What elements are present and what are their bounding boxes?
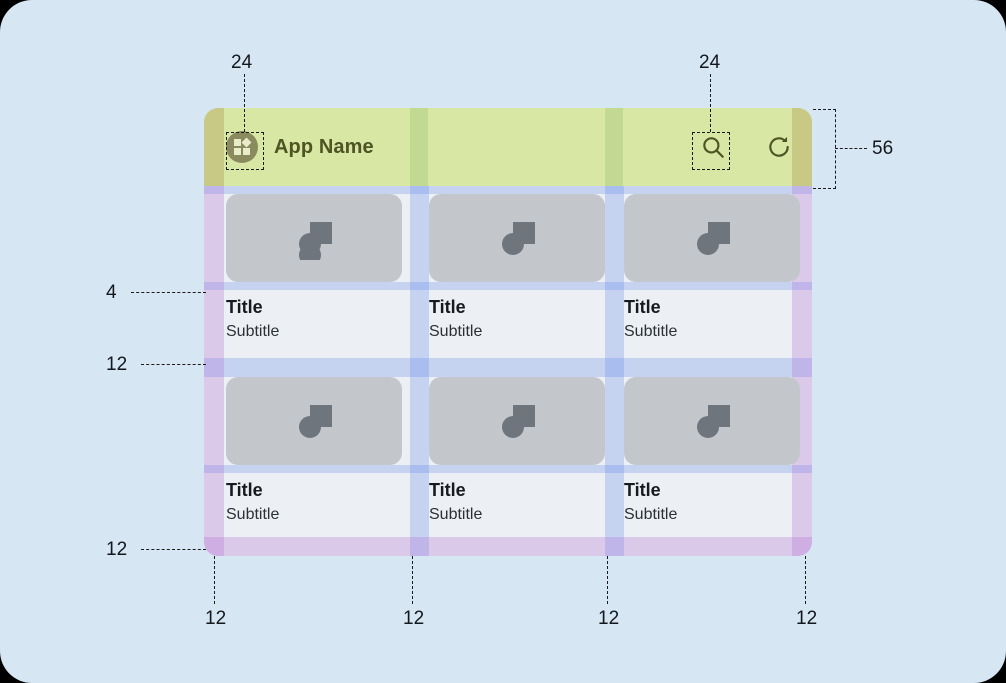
gutter-col-1	[410, 186, 429, 556]
annotation-24-menu: 24	[231, 52, 253, 73]
leader-12-bottom-d	[805, 556, 806, 604]
annotation-12-d: 12	[796, 608, 818, 629]
card-subtitle: Subtitle	[429, 506, 483, 523]
annotation-12-b: 12	[403, 608, 425, 629]
annotation-56: 56	[872, 138, 894, 159]
band-top	[204, 186, 812, 194]
card-subtitle: Subtitle	[429, 323, 483, 340]
image-placeholder-icon	[502, 405, 535, 438]
card-image	[624, 377, 800, 465]
image-placeholder-icon	[697, 405, 730, 438]
card-subtitle: Subtitle	[226, 323, 280, 340]
card-grid: Title Subtitle Title Subtitle	[204, 186, 812, 556]
appbar-margin-left	[204, 108, 224, 186]
margin-right	[792, 186, 812, 556]
card-title: Title	[429, 297, 466, 317]
card-image	[226, 194, 402, 282]
grid-cell-2	[234, 148, 241, 155]
bracket-appbar-height	[813, 109, 836, 189]
device-frame: App Name	[204, 108, 812, 556]
annotation-4: 4	[106, 282, 117, 303]
appbar-gutter-1	[410, 108, 428, 186]
card-title: Title	[624, 297, 661, 317]
leader-12-bottom-b	[412, 556, 413, 604]
card-title: Title	[429, 480, 466, 500]
app-grid-icon[interactable]	[226, 131, 258, 163]
card-subtitle: Subtitle	[624, 323, 678, 340]
band-row-gap	[204, 358, 812, 377]
card-subtitle: Subtitle	[226, 506, 280, 523]
card-image	[624, 194, 800, 282]
search-icon[interactable]	[700, 134, 726, 160]
image-placeholder-icon	[697, 222, 730, 255]
leader-56	[835, 148, 867, 149]
leader-4	[131, 292, 206, 293]
annotation-12-bottom: 12	[106, 539, 128, 560]
card-subtitle: Subtitle	[624, 506, 678, 523]
annotation-12-a: 12	[205, 608, 227, 629]
card-title: Title	[226, 480, 263, 500]
refresh-icon[interactable]	[766, 134, 792, 160]
appbar-margin-right	[792, 108, 812, 186]
grid-cell-3	[243, 148, 250, 155]
app-title: App Name	[274, 135, 374, 158]
image-placeholder-icon	[299, 405, 332, 438]
leader-12-bottom-c	[607, 556, 608, 604]
leader-12-bottom	[141, 549, 206, 550]
grid-cell-1	[234, 139, 241, 146]
card-title: Title	[226, 297, 263, 317]
grid-cell-4	[241, 137, 252, 148]
band-title-gap-1	[204, 282, 812, 290]
margin-bottom	[204, 537, 812, 556]
leader-24-menu	[244, 74, 245, 132]
leader-12-row-gap	[141, 364, 206, 365]
gutter-col-2	[605, 186, 624, 556]
app-bar: App Name	[204, 108, 812, 186]
image-placeholder-icon	[299, 222, 332, 260]
annotation-12-c: 12	[598, 608, 620, 629]
annotation-24-search: 24	[699, 52, 721, 73]
app-bar-actions	[700, 134, 792, 160]
image-placeholder-icon	[502, 222, 535, 255]
band-title-gap-2	[204, 465, 812, 473]
annotation-12-row-gap: 12	[106, 354, 128, 375]
card-title: Title	[624, 480, 661, 500]
leader-12-bottom-a	[214, 556, 215, 604]
appbar-gutter-2	[605, 108, 623, 186]
card-image	[429, 194, 605, 282]
card-image	[429, 377, 605, 465]
margin-left	[204, 186, 224, 556]
card-image	[226, 377, 402, 465]
leader-24-search	[710, 74, 711, 132]
